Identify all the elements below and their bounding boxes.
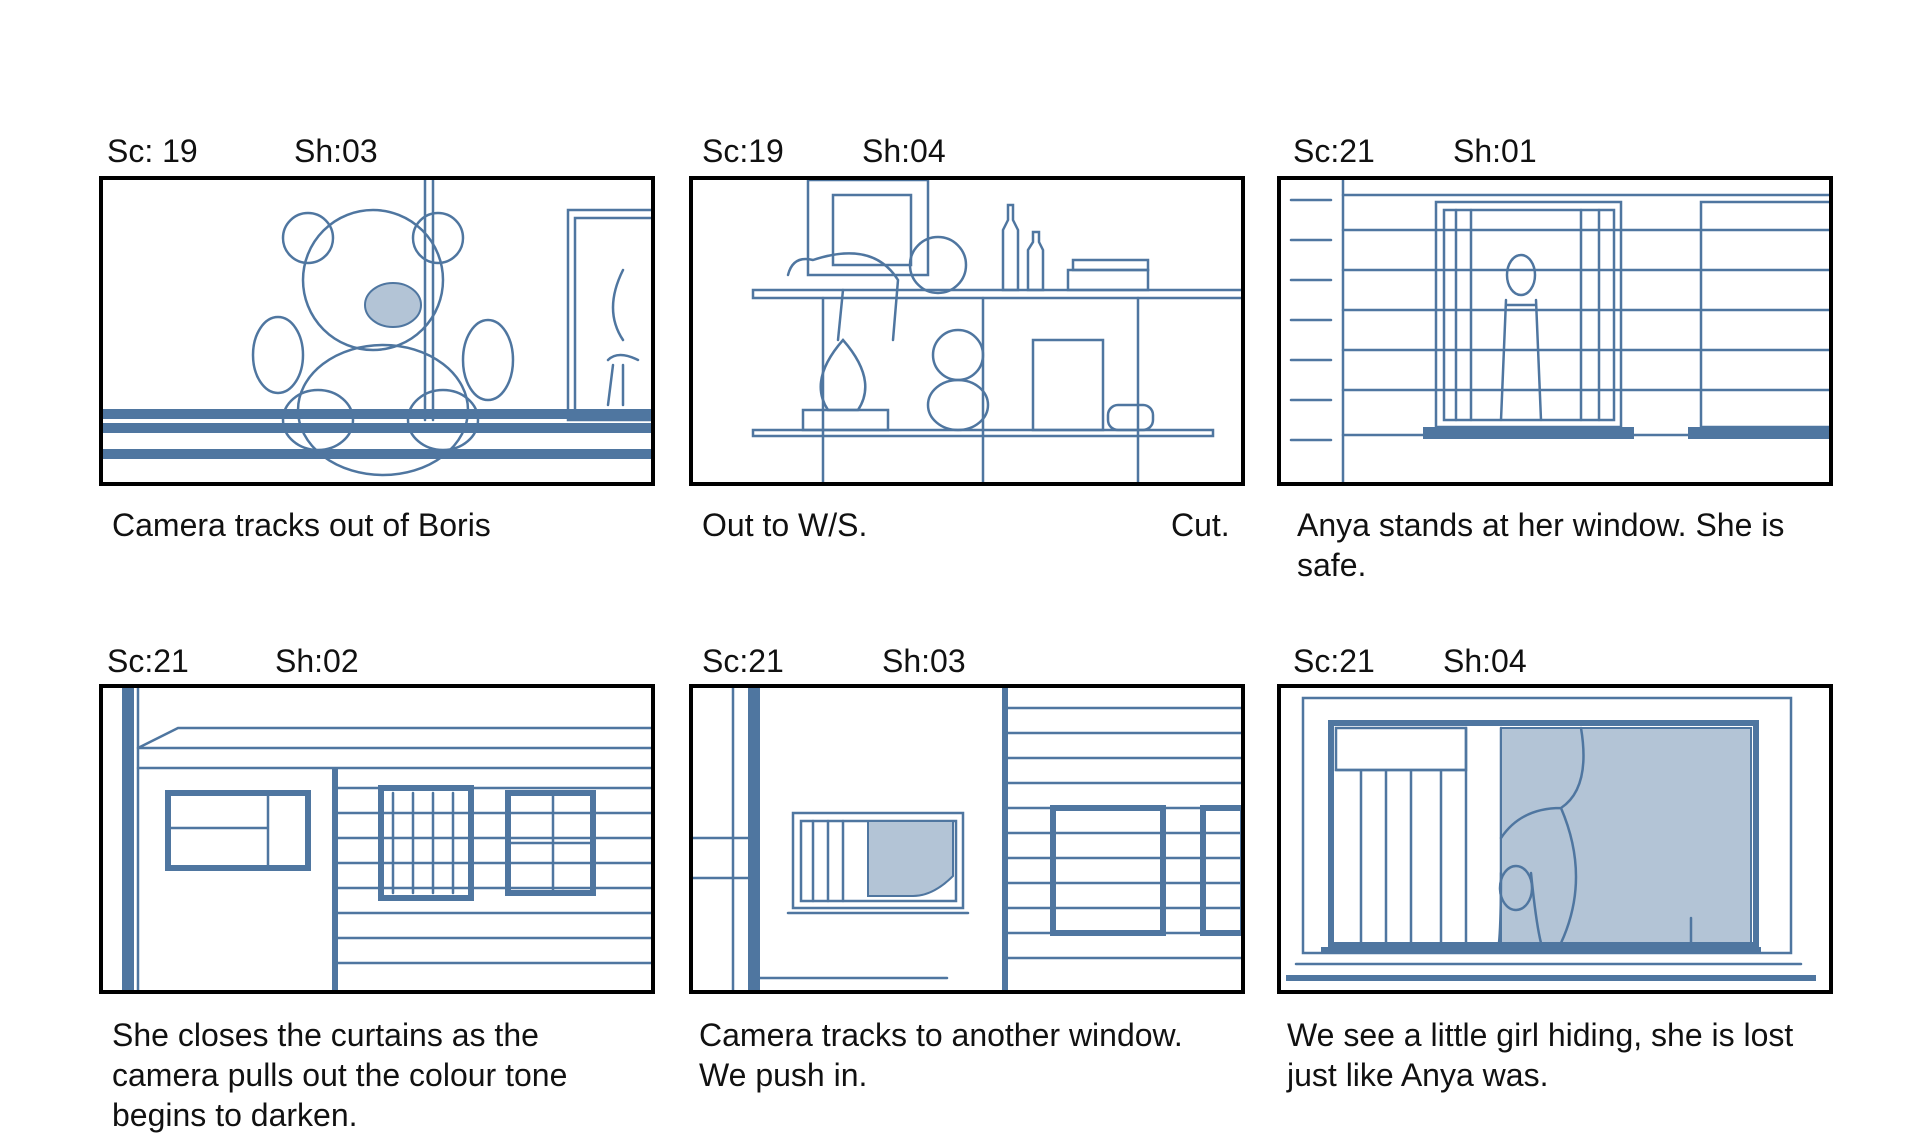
scene-label: Sc:21: [1293, 643, 1375, 679]
girl-hiding-sketch: [1286, 696, 1816, 981]
house-exterior-sketch: [122, 688, 651, 990]
shelf-sketch: [751, 180, 1241, 482]
storyboard-panel-house-exterior: [99, 684, 655, 994]
scene-label: Sc:21: [107, 643, 189, 679]
panel-caption: She closes the curtains as the camera pu…: [112, 1017, 568, 1133]
panel-caption: Out to W/S.: [702, 507, 868, 543]
scene-label: Sc: 19: [107, 133, 198, 169]
panel-caption: Anya stands at her window. She is safe.: [1297, 507, 1785, 583]
scene-label: Sc:21: [1293, 133, 1375, 169]
teddy-bear-sketch: [103, 180, 651, 477]
shot-label: Sh:04: [1443, 643, 1527, 679]
panel-caption: Camera tracks to another window. We push…: [699, 1017, 1183, 1093]
anya-window-sketch: [1289, 180, 1829, 482]
panel-caption: Camera tracks out of Boris: [112, 507, 491, 543]
shot-label: Sh:03: [882, 643, 966, 679]
shot-label: Sh:03: [294, 133, 378, 169]
storyboard-panel-another-window: [689, 684, 1245, 994]
shot-label: Sh:02: [275, 643, 359, 679]
storyboard-panel-anya-window: [1277, 176, 1833, 486]
storyboard-panel-teddy-bear: [99, 176, 655, 486]
another-window-sketch: [693, 688, 1241, 990]
scene-label: Sc:19: [702, 133, 784, 169]
storyboard-panel-girl-hiding: [1277, 684, 1833, 994]
panel-caption: We see a little girl hiding, she is lost…: [1287, 1017, 1794, 1093]
shot-label: Sh:04: [862, 133, 946, 169]
panel-caption-right: Cut.: [1171, 507, 1230, 543]
shot-label: Sh:01: [1453, 133, 1537, 169]
scene-label: Sc:21: [702, 643, 784, 679]
storyboard-panel-shelf: [689, 176, 1245, 486]
